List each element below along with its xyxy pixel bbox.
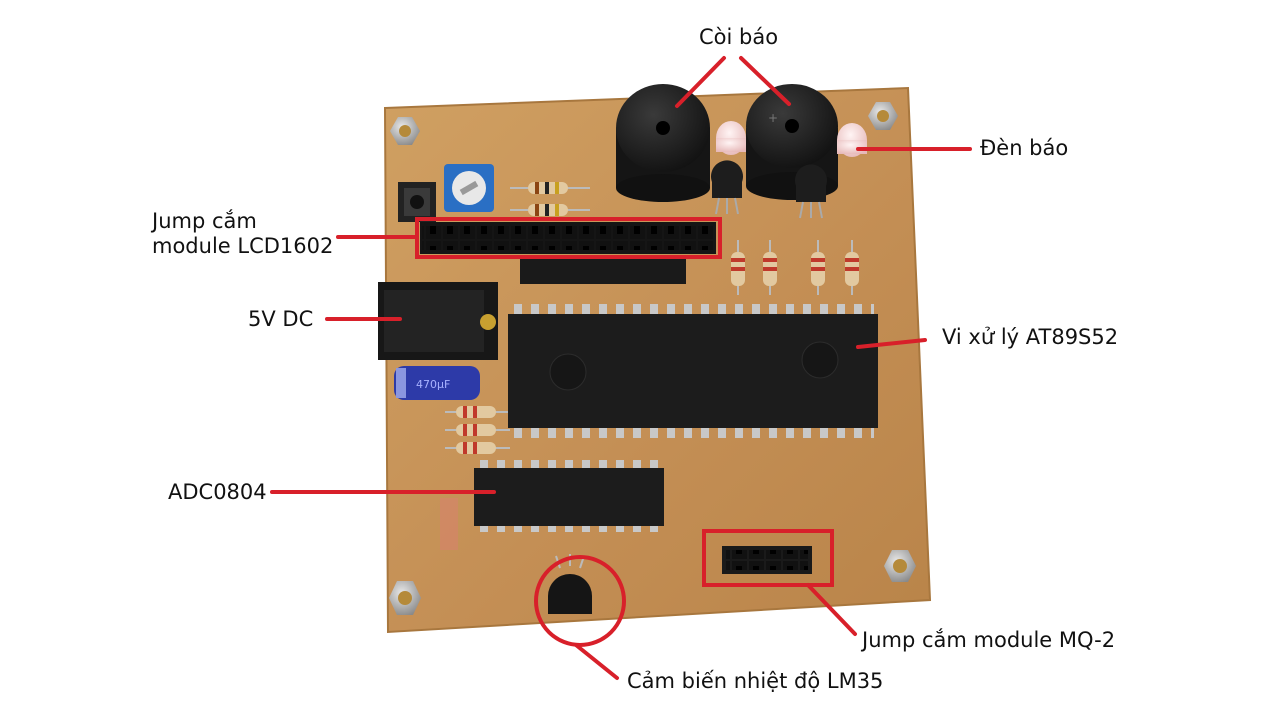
- label-buzzer: Còi báo: [699, 25, 779, 49]
- label-mcu: Vi xử lý AT89S52: [942, 325, 1119, 349]
- pointer-line: [574, 643, 619, 680]
- led-right: [837, 123, 867, 157]
- label-mq2-jumper: Jump cắm module MQ-2: [862, 628, 1116, 652]
- adc-chip: [474, 460, 664, 532]
- highlight-box-lcd: [415, 217, 722, 259]
- mounting-nut: [390, 117, 420, 145]
- mounting-nut: [868, 102, 898, 130]
- label-dc-jack: 5V DC: [248, 307, 314, 331]
- buzzer-left: [616, 84, 710, 202]
- highlight-box-mq2: [702, 529, 834, 587]
- label-adc: ADC0804: [168, 480, 267, 504]
- dc-power-jack: [378, 282, 498, 360]
- label-lcd-jumper: Jump cắm module LCD1602: [152, 209, 333, 259]
- resistor-group: [445, 182, 859, 454]
- label-temp-sensor: Cảm biến nhiệt độ LM35: [627, 669, 884, 693]
- highlight-circle-lm35: [534, 555, 626, 647]
- mounting-nut: [389, 581, 421, 615]
- capacitor: 470µF: [394, 366, 480, 400]
- mounting-nut: [884, 550, 916, 582]
- pointer-line: [739, 56, 791, 106]
- secondary-header: [520, 258, 686, 284]
- label-lcd-jumper-line1: Jump cắm: [152, 209, 257, 233]
- pointer-line: [675, 56, 726, 108]
- mcu-chip: [508, 304, 878, 438]
- lcd-header: [420, 222, 716, 254]
- svg-text:470µF: 470µF: [416, 378, 450, 391]
- led-left: [716, 121, 746, 155]
- annotation-overlay: [270, 56, 972, 680]
- potentiometer: [444, 164, 494, 212]
- label-lcd-jumper-line2: module LCD1602: [152, 234, 334, 259]
- mq2-header: [722, 546, 812, 574]
- pointer-line: [856, 338, 927, 349]
- transistor: [795, 164, 827, 219]
- transistor: [711, 160, 743, 215]
- pointer-line: [806, 583, 857, 636]
- push-button: [398, 182, 436, 222]
- label-led: Đèn báo: [980, 136, 1069, 160]
- svg-text:+: +: [768, 111, 778, 125]
